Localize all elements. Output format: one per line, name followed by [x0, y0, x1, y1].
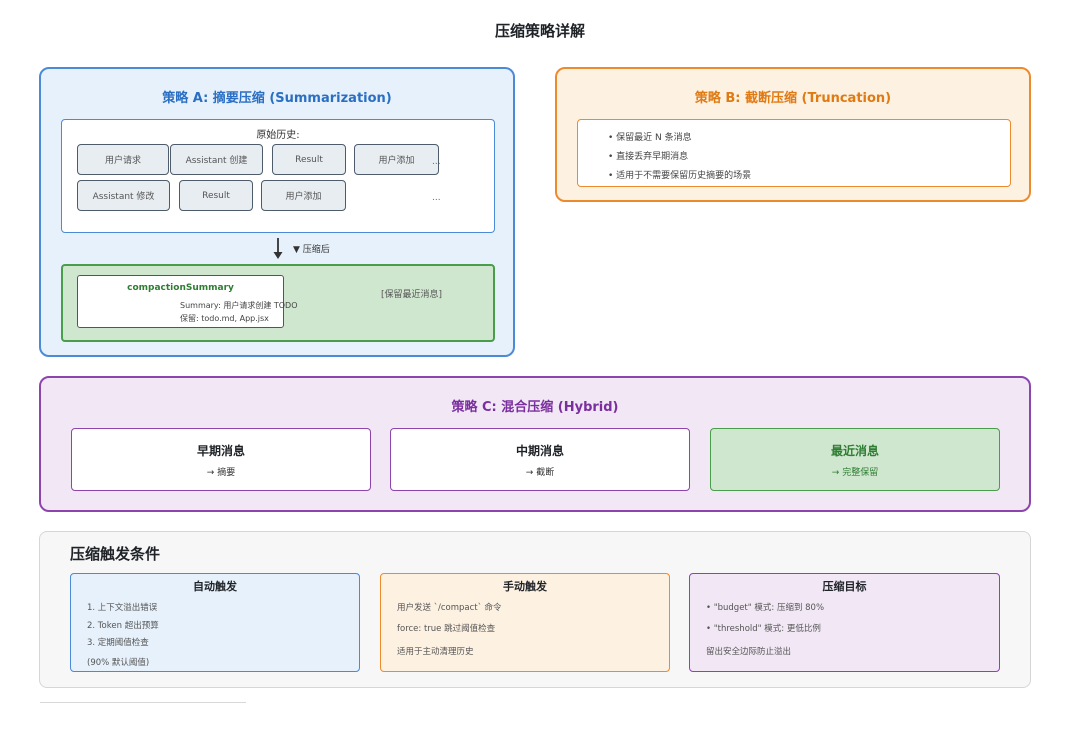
after-compression-label: ▼ 压缩后 — [293, 245, 330, 255]
phase-action: → 摘要 — [206, 468, 236, 478]
card-title: 压缩目标 — [822, 580, 867, 593]
phase-action: → 完整保留 — [831, 468, 879, 478]
card-line: 2. Token 超出预算 — [87, 621, 159, 631]
compaction-summary-card: compactionSummary Summary: 用户请求创建 TODO 保… — [77, 275, 298, 328]
summary-retained-files: 保留: todo.md, App.jsx — [180, 314, 269, 323]
message-user-add: 用户添加 — [261, 180, 346, 211]
card-line: (90% 默认阈值) — [87, 658, 150, 668]
list-item: • 保留最近 N 条消息 — [608, 133, 692, 143]
strategy-b-title: 策略 B: 截断压缩 (Truncation) — [694, 91, 892, 106]
strategy-c-panel: 策略 C: 混合压缩 (Hybrid) 早期消息 → 摘要 中期消息 → 截断 … — [39, 376, 1031, 512]
strategy-b-panel: 策略 B: 截断压缩 (Truncation) • 保留最近 N 条消息 • 直… — [555, 67, 1031, 202]
phase-early: 早期消息 → 摘要 — [71, 428, 371, 491]
list-item: • 直接丢弃早期消息 — [608, 152, 689, 162]
trigger-conditions-panel: 压缩触发条件 自动触发 1. 上下文溢出错误 2. Token 超出预算 3. … — [39, 531, 1031, 688]
phase-middle: 中期消息 → 截断 — [390, 428, 690, 491]
message-result: Result — [179, 180, 253, 211]
truncation-list: • 保留最近 N 条消息 • 直接丢弃早期消息 • 适用于不需要保留历史摘要的场… — [577, 119, 1011, 187]
manual-trigger-card: 手动触发 用户发送 `/compact` 命令 force: true 跳过阈值… — [380, 573, 670, 672]
phase-name: 最近消息 — [830, 444, 879, 458]
summary-text: Summary: 用户请求创建 TODO — [180, 301, 298, 310]
list-item: • 适用于不需要保留历史摘要的场景 — [608, 171, 752, 181]
keep-recent-label: [保留最近消息] — [381, 290, 443, 300]
card-title: 手动触发 — [503, 580, 547, 593]
card-line: • "threshold" 模式: 更低比例 — [706, 624, 821, 634]
phase-name: 中期消息 — [515, 444, 564, 458]
message-assistant-modify: Assistant 修改 — [77, 180, 170, 211]
phase-action: → 截断 — [525, 468, 555, 478]
card-line: • "budget" 模式: 压缩到 80% — [706, 603, 825, 613]
phase-recent: 最近消息 → 完整保留 — [710, 428, 1000, 491]
divider — [40, 702, 246, 703]
card-line: 1. 上下文溢出错误 — [87, 603, 158, 613]
compacted-result-box: compactionSummary Summary: 用户请求创建 TODO 保… — [61, 264, 495, 342]
message-assistant-create: Assistant 创建 — [170, 144, 263, 175]
card-line: 适用于主动清理历史 — [397, 647, 474, 657]
card-line: 留出安全边际防止溢出 — [706, 647, 792, 657]
compression-target-card: 压缩目标 • "budget" 模式: 压缩到 80% • "threshold… — [689, 573, 1000, 672]
original-history-box: 原始历史: 用户请求 Assistant 创建 Result 用户添加 ... … — [61, 119, 495, 233]
strategy-a-title: 策略 A: 摘要压缩 (Summarization) — [162, 91, 392, 106]
message-user-request: 用户请求 — [77, 144, 169, 175]
page-title: 压缩策略详解 — [494, 22, 585, 40]
row2-ellipsis: ... — [432, 193, 441, 203]
card-line: force: true 跳过阈值检查 — [397, 624, 496, 634]
message-user-add: 用户添加 — [354, 144, 439, 175]
row1-ellipsis: ... — [432, 157, 441, 167]
phase-name: 早期消息 — [196, 444, 245, 458]
card-title: 自动触发 — [193, 580, 237, 593]
auto-trigger-card: 自动触发 1. 上下文溢出错误 2. Token 超出预算 3. 定期阈值检查 … — [70, 573, 360, 672]
message-result: Result — [272, 144, 346, 175]
strategy-a-panel: 策略 A: 摘要压缩 (Summarization) 原始历史: 用户请求 As… — [39, 67, 515, 357]
card-line: 3. 定期阈值检查 — [87, 638, 149, 648]
strategy-c-title: 策略 C: 混合压缩 (Hybrid) — [451, 400, 619, 415]
trigger-title: 压缩触发条件 — [70, 545, 161, 563]
down-arrow-icon — [273, 238, 283, 259]
summary-title: compactionSummary — [127, 283, 234, 293]
card-line: 用户发送 `/compact` 命令 — [397, 603, 502, 613]
history-label: 原始历史: — [256, 130, 300, 141]
